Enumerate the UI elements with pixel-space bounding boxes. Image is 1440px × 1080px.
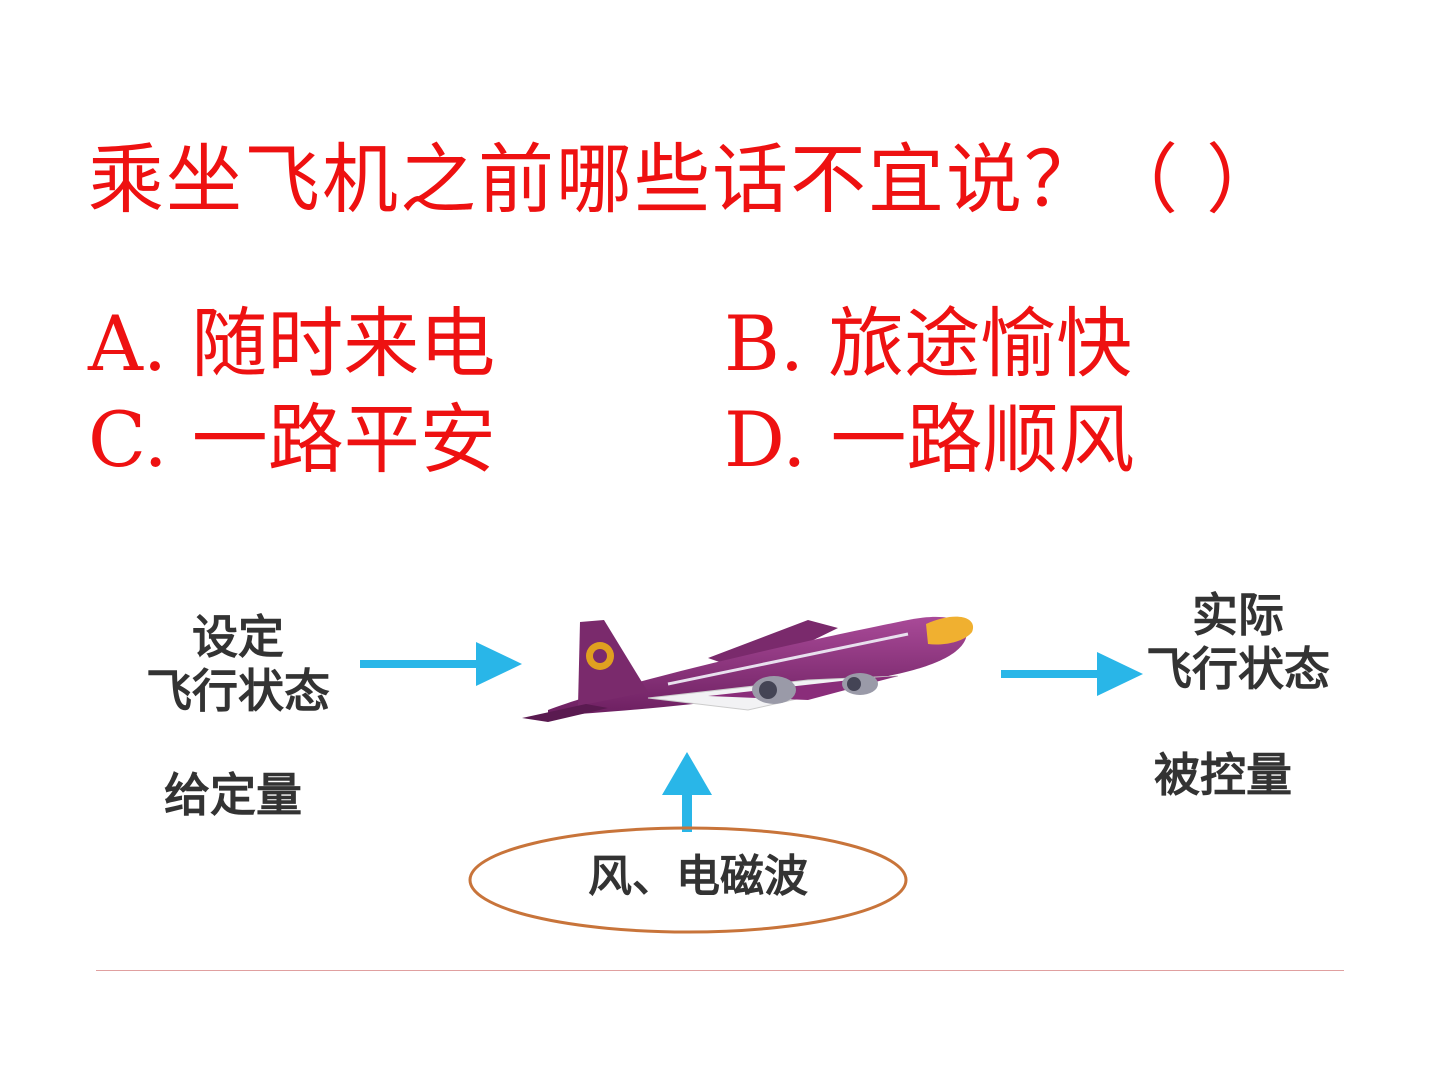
control-diagram: 设定 飞行状态 给定量 实际 飞行状态 被控量 风、电磁波 (108, 580, 1358, 950)
given-quantity-label: 给定量 (138, 768, 328, 822)
airplane-icon (522, 617, 973, 722)
input-label: 设定 飞行状态 (128, 610, 348, 718)
disturbance-label: 风、电磁波 (548, 850, 848, 904)
controlled-quantity-label: 被控量 (1123, 748, 1323, 802)
output-label: 实际 飞行状态 (1118, 588, 1358, 696)
input-arrow (360, 642, 522, 686)
question-title: 乘坐飞机之前哪些话不宜说？（ ） (88, 132, 1284, 228)
option-a: A. 随时来电 (88, 296, 495, 392)
option-c: C. 一路平安 (88, 392, 496, 488)
bottom-divider (96, 970, 1344, 971)
option-b: B. 旅途愉快 (724, 296, 1132, 392)
option-d: D. 一路顺风 (724, 392, 1135, 488)
disturbance-arrow (662, 752, 712, 832)
